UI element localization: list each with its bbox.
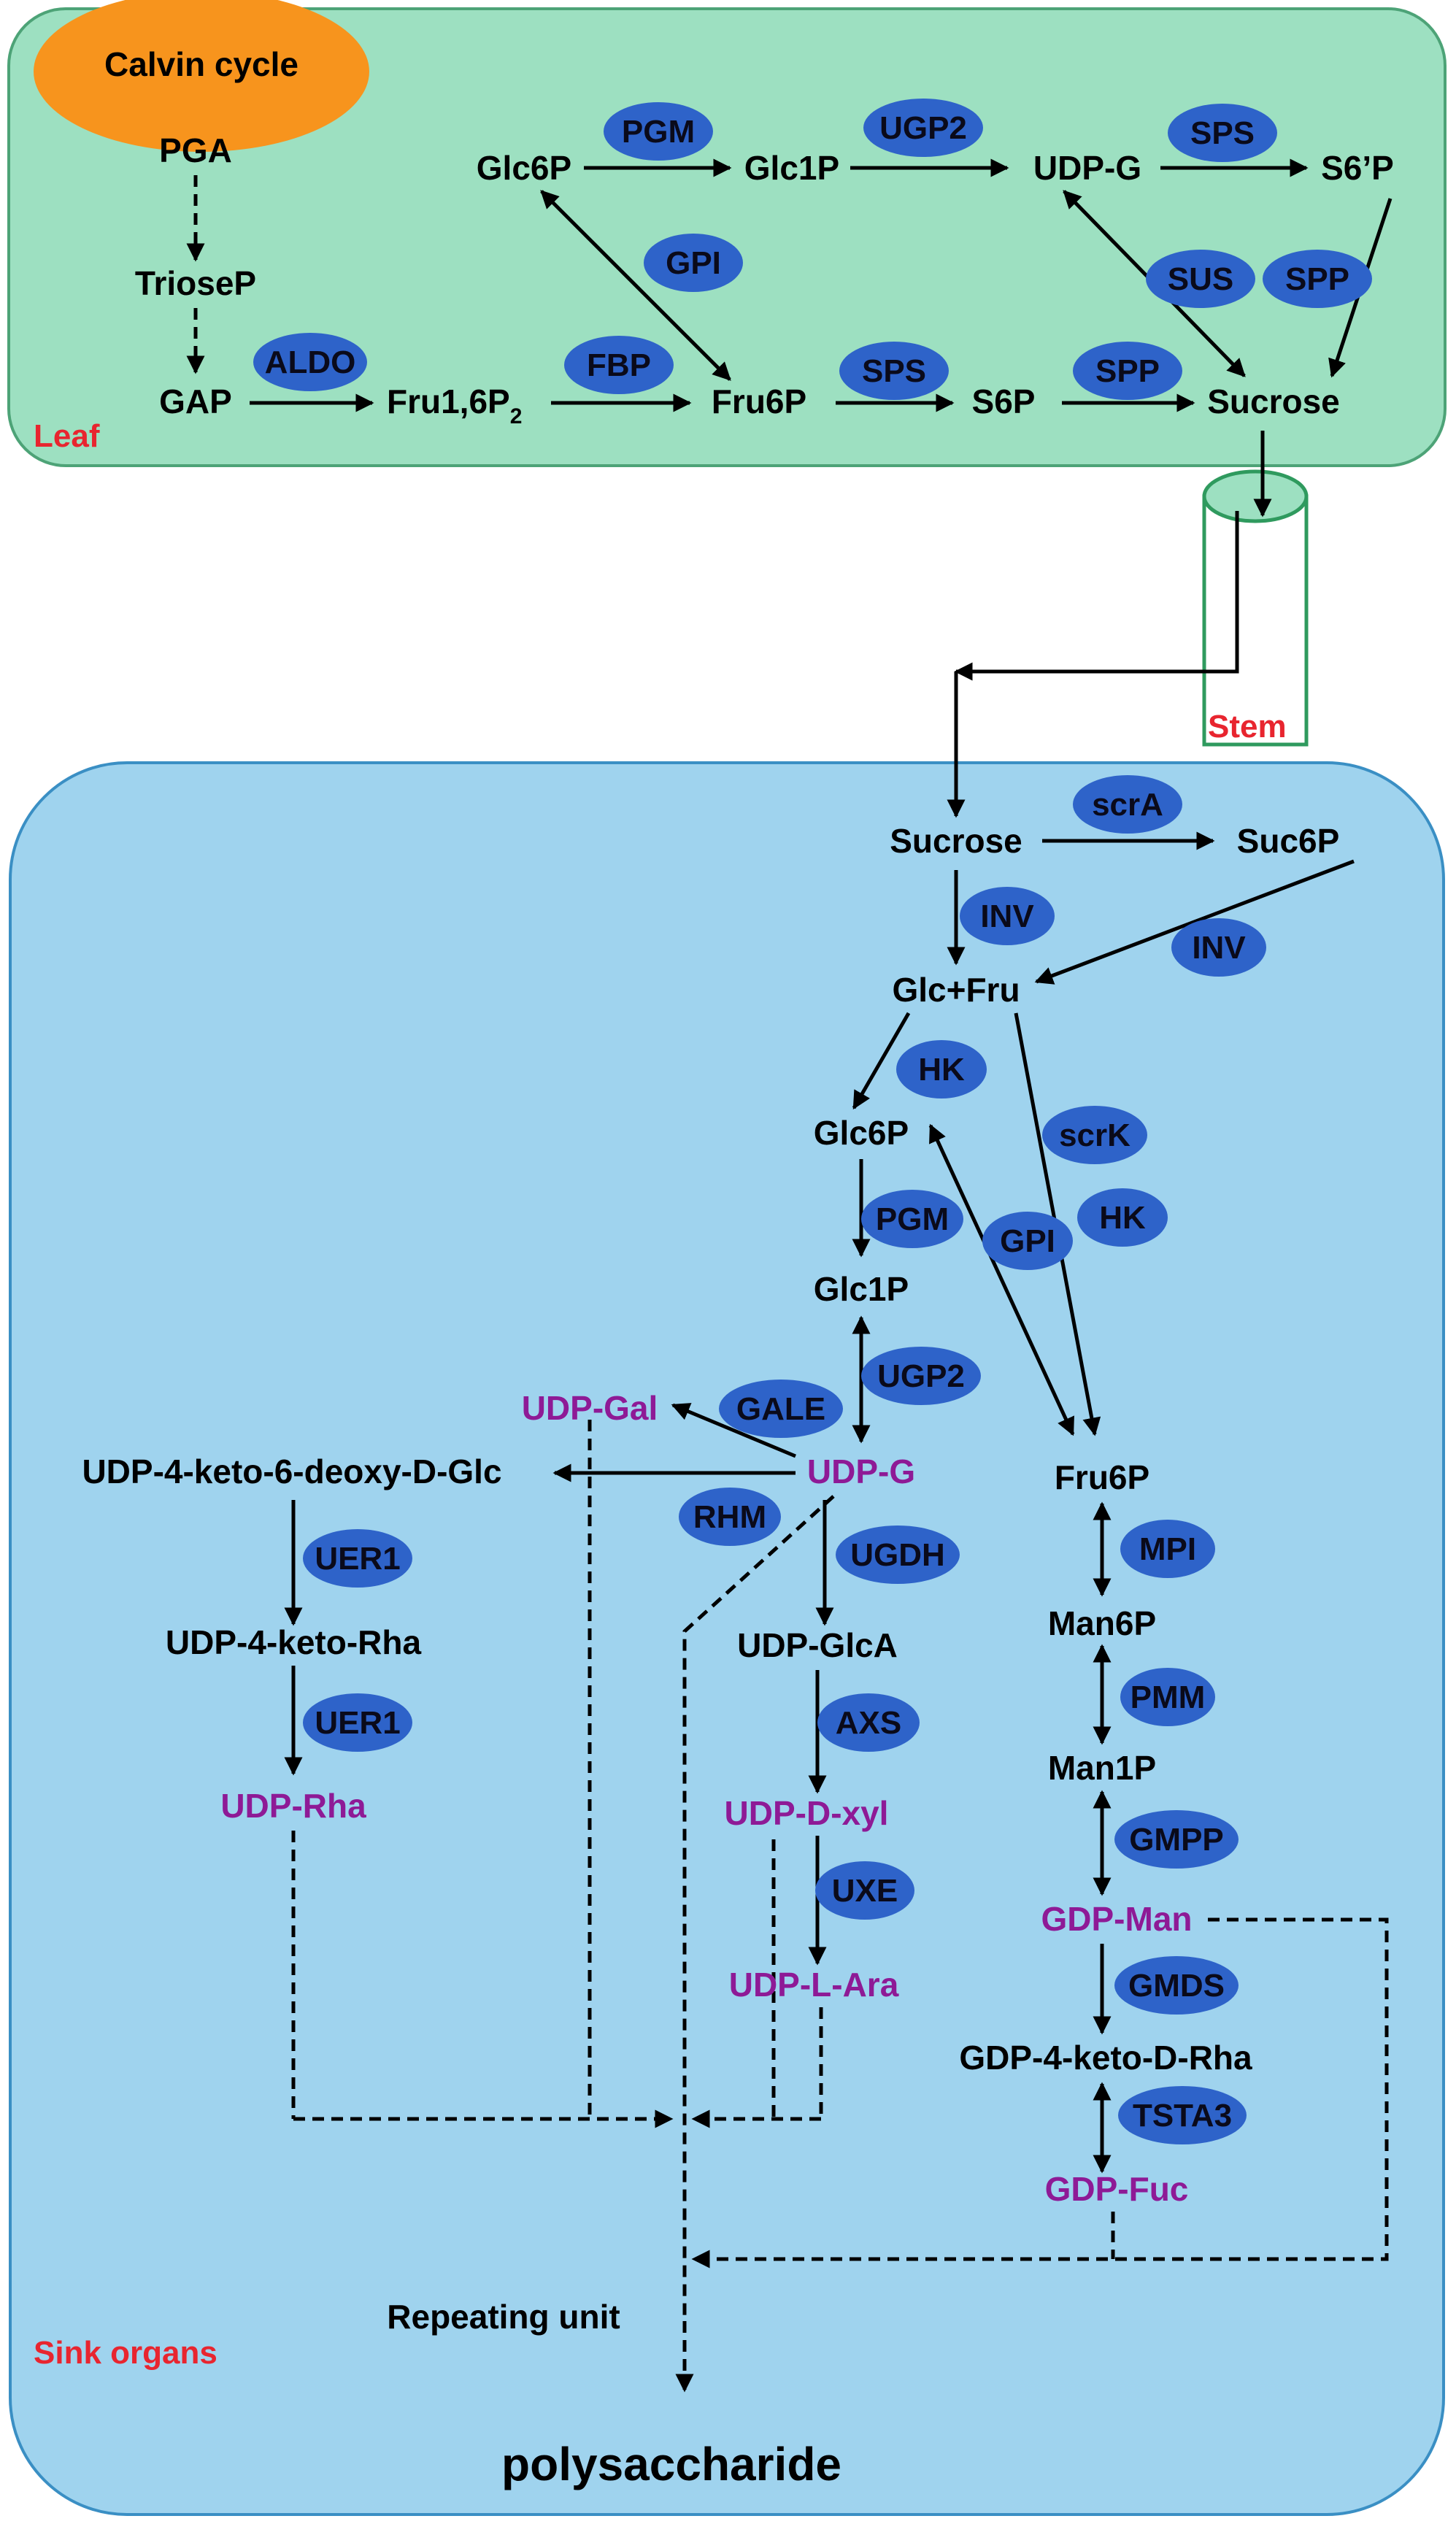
leaf-label: Leaf [34, 418, 100, 454]
sink-udp-dxyl: UDP-D-xyl [725, 1794, 889, 1832]
sink-gdp-4kdr: GDP-4-keto-D-Rha [959, 2039, 1252, 2077]
sink-label: Sink organs [34, 2335, 217, 2371]
stem-label: Stem [1208, 709, 1287, 744]
enzyme-gpi-leaf: GPI [666, 245, 721, 281]
sink-udp-lara: UDP-L-Ara [729, 1966, 899, 2004]
enzyme-scra: scrA [1092, 787, 1163, 823]
sink-polysaccharide: polysaccharide [501, 2438, 841, 2490]
calvin-cycle-ellipse [34, 0, 369, 152]
transport-arrows [947, 431, 1272, 818]
enzyme-pgm-sink: PGM [876, 1201, 949, 1237]
sink-udp-4kr: UDP-4-keto-Rha [166, 1623, 422, 1661]
enzyme-mpi: MPI [1139, 1531, 1196, 1567]
stem-tube [1202, 469, 1309, 747]
enzyme-ugdh: UGDH [850, 1537, 945, 1573]
enzyme-pgm-leaf: PGM [622, 114, 695, 150]
sink-sucrose: Sucrose [890, 822, 1022, 860]
leaf-gap: GAP [159, 382, 232, 420]
leaf-fru16p2: Fru1,6P2 [387, 382, 522, 428]
sink-glc1p: Glc1P [814, 1270, 909, 1308]
sink-glc-fru: Glc+Fru [892, 971, 1020, 1009]
enzyme-rhm: RHM [693, 1499, 766, 1535]
dashed-arrows [291, 1420, 1389, 2393]
enzyme-sps-upper: SPS [1190, 115, 1255, 151]
enzyme-ovals [253, 99, 1372, 2144]
leaf-arrows [186, 158, 1393, 412]
sink-udp-glca: UDP-GlcA [737, 1626, 898, 1664]
enzyme-gpi-sink: GPI [1000, 1223, 1055, 1259]
sink-gdp-fuc: GDP-Fuc [1045, 2170, 1189, 2208]
sink-gdp-man: GDP-Man [1041, 1900, 1193, 1938]
enzyme-aldo: ALDO [265, 345, 356, 380]
enzyme-uer1-b: UER1 [315, 1705, 400, 1741]
enzyme-gmds: GMDS [1128, 1968, 1225, 2004]
sink-region [9, 761, 1445, 2516]
enzyme-uxe: UXE [832, 1873, 898, 1909]
sink-repeating-unit: Repeating unit [387, 2298, 620, 2336]
leaf-glc1p: Glc1P [744, 149, 839, 187]
enzyme-spp-upper: SPP [1285, 261, 1349, 297]
leaf-s6p-prime: S6’P [1321, 149, 1394, 187]
leaf-fru6p: Fru6P [712, 382, 806, 420]
leaf-s6p: S6P [972, 382, 1036, 420]
enzyme-spp-lower: SPP [1095, 353, 1160, 389]
leaf-triosep: TrioseP [135, 264, 256, 302]
sink-man1p: Man1P [1048, 1749, 1156, 1787]
enzyme-ugp2-sink: UGP2 [877, 1358, 965, 1394]
calvin-cycle-label: Calvin cycle [104, 45, 298, 83]
enzyme-axs: AXS [836, 1705, 901, 1741]
enzyme-scrk: scrK [1059, 1117, 1130, 1153]
sink-udp-4k6d: UDP-4-keto-6-deoxy-D-Glc [82, 1453, 501, 1490]
enzyme-gale: GALE [736, 1391, 825, 1427]
enzyme-inv-right: INV [1192, 930, 1246, 966]
sink-udp-rha: UDP-Rha [220, 1787, 366, 1825]
leaf-udpg: UDP-G [1033, 149, 1141, 187]
enzyme-tsta3: TSTA3 [1133, 2098, 1232, 2134]
leaf-sucrose: Sucrose [1207, 382, 1340, 420]
sink-fru6p: Fru6P [1055, 1458, 1149, 1496]
sink-arrows [284, 831, 1355, 2174]
leaf-pga: PGA [159, 131, 232, 169]
enzyme-inv-left: INV [980, 899, 1034, 934]
enzyme-uer1-a: UER1 [315, 1541, 400, 1577]
enzyme-hk-left: HK [918, 1052, 965, 1088]
sink-man6p: Man6P [1048, 1604, 1156, 1642]
enzyme-sps-lower: SPS [862, 353, 926, 389]
enzyme-gmpp: GMPP [1129, 1822, 1224, 1858]
enzyme-hk-right: HK [1099, 1200, 1146, 1236]
enzyme-ugp2-leaf: UGP2 [879, 110, 967, 146]
sink-glc6p: Glc6P [814, 1114, 909, 1152]
leaf-glc6p: Glc6P [477, 149, 571, 187]
enzyme-fbp: FBP [587, 347, 651, 383]
sink-udp-g: UDP-G [807, 1453, 915, 1490]
sink-udp-gal: UDP-Gal [522, 1389, 658, 1427]
enzyme-pmm: PMM [1130, 1680, 1206, 1715]
enzyme-sus: SUS [1168, 261, 1233, 297]
sink-suc6p: Suc6P [1237, 822, 1340, 860]
